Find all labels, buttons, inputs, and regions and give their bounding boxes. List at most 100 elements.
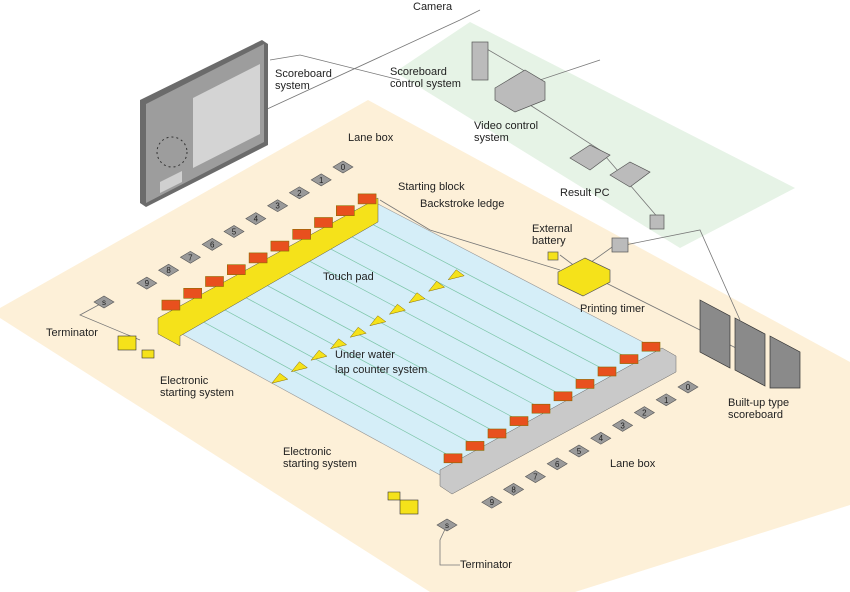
lane-number: 6 (210, 240, 215, 249)
lap-counter (447, 269, 465, 281)
starting-block (292, 229, 312, 240)
lane-number: 0 (686, 383, 691, 392)
label-electronic-start-left-1: Electronic (160, 375, 209, 387)
lane-box (267, 199, 289, 213)
label-video-control-1: Video control (474, 120, 538, 132)
starting-block (487, 428, 507, 439)
lane-number: 3 (620, 421, 625, 430)
lap-counter (290, 361, 308, 373)
lane-box (590, 431, 612, 445)
label-result-pc: Result PC (560, 187, 610, 199)
lane-box (524, 470, 546, 483)
label-terminator-left: Terminator (46, 327, 98, 339)
lane-line (181, 309, 465, 464)
lane-box (201, 238, 223, 251)
terminator-box (93, 295, 115, 309)
lane-box (503, 483, 525, 496)
starting-block (227, 264, 246, 276)
lane-number: 5 (232, 228, 237, 237)
scoreboard-system (140, 40, 268, 207)
label-scoreboard-control-2: control system (390, 78, 461, 90)
lane-number: 4 (254, 215, 259, 224)
label-lane-box-bottom: Lane box (610, 458, 656, 470)
lane-line (356, 215, 641, 365)
lane-number: 3 (275, 202, 280, 211)
lap-counter (349, 326, 367, 338)
lap-counter (408, 292, 426, 304)
lane-box (332, 160, 354, 174)
lane-lines (181, 215, 641, 464)
starting-block (597, 366, 617, 377)
label-underwater-2: lap counter system (335, 364, 427, 376)
label-built-up-1: Built-up type (728, 397, 789, 409)
starting-block (531, 403, 551, 414)
lap-counter (388, 303, 406, 315)
start-wall (157, 197, 379, 347)
label-starting-block: Starting block (398, 181, 465, 193)
label-external-battery-1: External (532, 223, 572, 235)
starting-block (335, 205, 355, 216)
starting-block (314, 217, 333, 228)
end-wall (439, 347, 677, 495)
lane-box (179, 250, 201, 264)
lane-box (655, 393, 677, 407)
lane-line (225, 286, 509, 440)
lap-counter (329, 338, 348, 350)
label-scoreboard-system-1: Scoreboard (275, 68, 332, 80)
lap-counter (369, 315, 387, 327)
starting-blocks (161, 193, 661, 464)
lap-counter (427, 280, 446, 292)
starting-block (553, 391, 573, 402)
label-electronic-start-bottom-2: starting system (283, 458, 357, 470)
lane-number: 2 (642, 409, 647, 418)
lane-box (612, 419, 634, 432)
lane-box (223, 225, 245, 238)
lane-line (203, 298, 487, 452)
lane-number: 8 (166, 266, 171, 275)
label-lane-box-top: Lane box (348, 132, 394, 144)
electronic-starting-system-bottom (387, 491, 419, 515)
lane-number: 8 (511, 485, 516, 494)
lane-box (288, 186, 310, 200)
label-terminator-bottom: Terminator (460, 559, 512, 571)
starting-block (509, 416, 529, 426)
lap-counter (310, 349, 328, 361)
label-camera: Camera (413, 1, 453, 13)
label-scoreboard-control-1: Scoreboard (390, 66, 447, 78)
terminator-box (436, 518, 458, 532)
starting-block (205, 276, 224, 287)
lane-line (268, 262, 553, 415)
starting-block (641, 341, 661, 352)
lane-box (481, 495, 503, 509)
lane-number: 4 (599, 434, 604, 443)
lane-number: 2 (297, 189, 302, 198)
lane-number: 6 (555, 460, 560, 469)
starting-block (575, 379, 595, 389)
terminator-box-label: s (102, 298, 106, 307)
starting-block (183, 287, 202, 299)
lane-box (136, 276, 158, 290)
lane-number: 1 (664, 396, 669, 405)
lane-number: 7 (533, 473, 538, 482)
starting-block (357, 193, 377, 205)
label-underwater-1: Under water (335, 349, 395, 361)
lane-number: 9 (145, 279, 150, 288)
label-printing-timer: Printing timer (580, 303, 645, 315)
lane-number: 0 (341, 163, 346, 172)
built-up-scoreboard (699, 299, 801, 389)
lane-box (633, 406, 655, 419)
starting-block (248, 252, 268, 264)
lane-line (290, 250, 575, 402)
starting-block (465, 441, 485, 451)
starting-block (443, 453, 463, 464)
lane-box (245, 212, 267, 225)
lane-number: 9 (490, 498, 495, 507)
electronic-starting-system-left (117, 335, 155, 359)
label-touch-pad: Touch pad (323, 271, 374, 283)
lane-number: 5 (577, 447, 582, 456)
terminator-box-label: s (445, 521, 449, 530)
label-electronic-start-left-2: starting system (160, 387, 234, 399)
lane-box (568, 444, 590, 458)
lane-line (334, 227, 619, 378)
